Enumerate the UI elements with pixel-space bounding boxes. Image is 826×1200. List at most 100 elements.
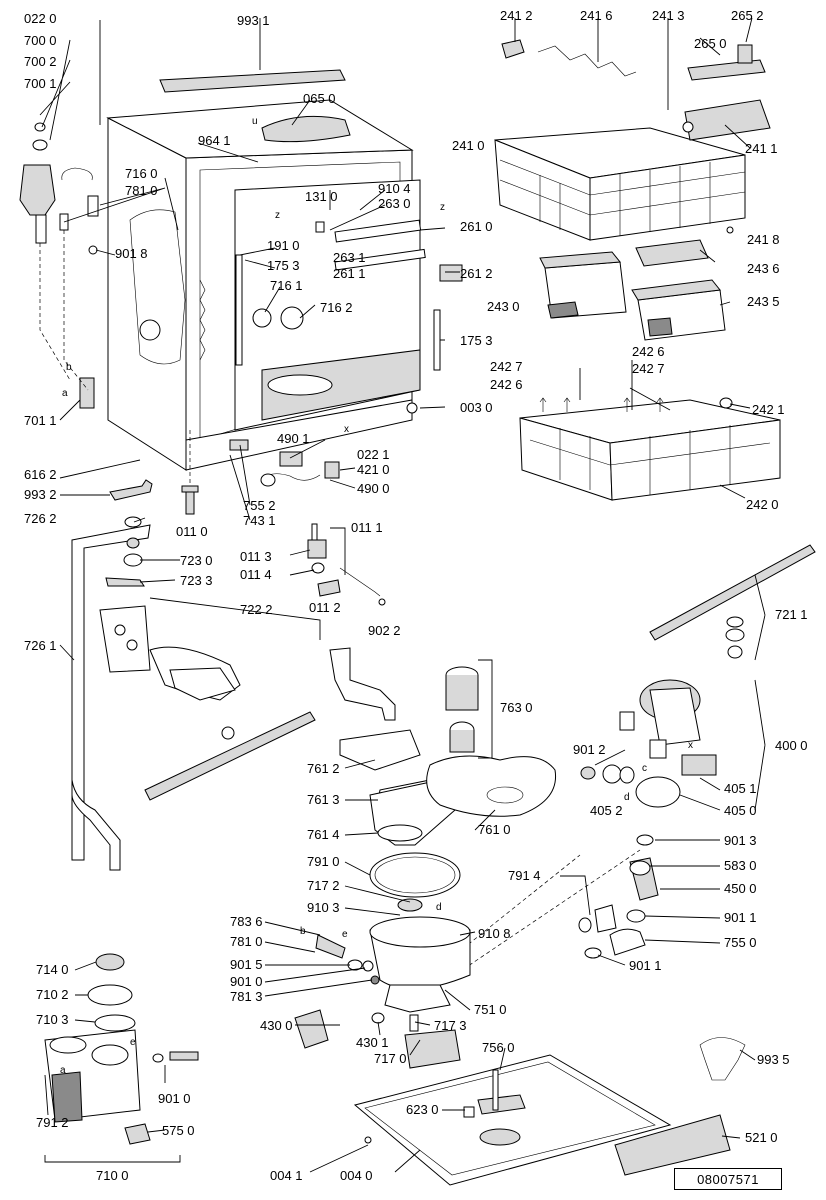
grid-243-6 bbox=[635, 239, 709, 267]
label-405-1: 405 1 bbox=[724, 781, 757, 796]
label-261-2: 261 2 bbox=[460, 266, 493, 281]
filter-763-0 bbox=[445, 675, 479, 711]
label-242-7a: 242 7 bbox=[490, 359, 523, 374]
label-575-0: 575 0 bbox=[162, 1123, 195, 1138]
spray-head-icon bbox=[139, 319, 161, 341]
label-241-2: 241 2 bbox=[500, 8, 533, 23]
letter-u: u bbox=[252, 116, 258, 127]
label-011-0: 011 0 bbox=[176, 524, 208, 539]
label-243-0: 243 0 bbox=[487, 299, 520, 314]
label-723-3: 723 3 bbox=[180, 573, 213, 588]
callout-labels: 022 0 700 0 700 2 700 1 993 1 065 0 964 … bbox=[24, 8, 808, 1183]
label-993-2: 993 2 bbox=[24, 487, 57, 502]
float-756-0 bbox=[492, 1069, 499, 1111]
letter-e1: e bbox=[342, 929, 348, 940]
label-191-0: 191 0 bbox=[267, 238, 300, 253]
label-490-1: 490 1 bbox=[277, 431, 310, 446]
label-756-0: 756 0 bbox=[482, 1040, 515, 1055]
label-763-0: 763 0 bbox=[500, 700, 533, 715]
label-263-1: 263 1 bbox=[333, 250, 366, 265]
label-717-3: 717 3 bbox=[434, 1018, 467, 1033]
label-261-0: 261 0 bbox=[460, 219, 493, 234]
heater-430-0 bbox=[294, 1009, 329, 1049]
switch-490-1 bbox=[279, 451, 303, 467]
label-261-1: 261 1 bbox=[333, 266, 366, 281]
label-716-1: 716 1 bbox=[270, 278, 303, 293]
label-400-0: 400 0 bbox=[775, 738, 808, 753]
label-716-2: 716 2 bbox=[320, 300, 353, 315]
label-791-2: 791 2 bbox=[36, 1115, 69, 1130]
letter-d2: d bbox=[436, 902, 442, 913]
label-755-0: 755 0 bbox=[724, 935, 757, 950]
label-964-1: 964 1 bbox=[198, 133, 231, 148]
softener-assembly bbox=[44, 953, 199, 1145]
label-011-4: 011 4 bbox=[240, 567, 272, 582]
leader-lines bbox=[39, 17, 766, 1173]
letter-z1: z bbox=[275, 210, 280, 221]
reference-letters: u z z x x b a b e e c d d a bbox=[60, 116, 693, 1076]
filter-plate-761-0 bbox=[426, 755, 557, 817]
rail-265-0 bbox=[687, 59, 766, 81]
label-265-2: 265 2 bbox=[731, 8, 764, 23]
label-583-0: 583 0 bbox=[724, 858, 757, 873]
label-011-3: 011 3 bbox=[240, 549, 272, 564]
label-242-7b: 242 7 bbox=[632, 361, 665, 376]
label-761-0: 761 0 bbox=[478, 822, 511, 837]
seal-791-0 bbox=[369, 852, 461, 898]
gasket-761-4 bbox=[377, 824, 423, 842]
label-791-4: 791 4 bbox=[508, 868, 541, 883]
pump-717-0 bbox=[404, 1029, 461, 1069]
label-901-5: 901 5 bbox=[230, 957, 263, 972]
label-490-0: 490 0 bbox=[357, 481, 390, 496]
switch-575-0 bbox=[124, 1123, 151, 1145]
label-901-0b: 901 0 bbox=[158, 1091, 191, 1106]
label-714-0: 714 0 bbox=[36, 962, 69, 977]
hose-755-0 bbox=[609, 928, 646, 956]
label-755-2: 755 2 bbox=[243, 498, 276, 513]
pump-405-0 bbox=[635, 776, 681, 808]
wrench-993-2 bbox=[109, 479, 153, 501]
valve-783-6 bbox=[315, 934, 346, 959]
label-065-0: 065 0 bbox=[303, 91, 336, 106]
label-243-6: 243 6 bbox=[747, 261, 780, 276]
label-405-2: 405 2 bbox=[590, 803, 623, 818]
label-901-1b: 901 1 bbox=[629, 958, 662, 973]
label-521-0: 521 0 bbox=[745, 1130, 778, 1145]
label-263-0: 263 0 bbox=[378, 196, 411, 211]
upper-basket bbox=[494, 39, 771, 241]
document-code: 08007571 bbox=[697, 1171, 759, 1187]
manifold-761-2 bbox=[339, 729, 421, 771]
label-265-0: 265 0 bbox=[694, 36, 727, 51]
label-910-8: 910 8 bbox=[478, 926, 511, 941]
upper-spray-arm-721-1 bbox=[649, 544, 816, 641]
label-716-0: 716 0 bbox=[125, 166, 158, 181]
rack-241-1 bbox=[684, 99, 771, 141]
letter-x2: x bbox=[688, 740, 693, 751]
label-783-6: 783 6 bbox=[230, 914, 263, 929]
label-910-4: 910 4 bbox=[378, 181, 411, 196]
label-242-6b: 242 6 bbox=[490, 377, 523, 392]
label-011-1: 011 1 bbox=[351, 520, 383, 535]
label-131-0: 131 0 bbox=[305, 189, 338, 204]
letter-a1: a bbox=[62, 388, 68, 399]
document-code-box: 08007571 bbox=[674, 1168, 782, 1190]
control-board-521-0 bbox=[614, 1114, 731, 1176]
label-243-5: 243 5 bbox=[747, 294, 780, 309]
label-781-0: 781 0 bbox=[125, 183, 158, 198]
tube-726-1 bbox=[71, 524, 151, 861]
label-421-0: 421 0 bbox=[357, 462, 390, 477]
letter-x1: x bbox=[344, 424, 349, 435]
construction-lines bbox=[39, 230, 641, 986]
top-cover-993-1 bbox=[159, 69, 346, 93]
manifold bbox=[99, 605, 151, 673]
label-003-0: 003 0 bbox=[460, 400, 493, 415]
label-175-3b: 175 3 bbox=[460, 333, 493, 348]
lower-spray-arm-722 bbox=[144, 711, 316, 801]
label-022-1: 022 1 bbox=[357, 447, 390, 462]
letter-a2: a bbox=[60, 1065, 66, 1076]
vent-065-0 bbox=[261, 115, 351, 143]
label-175-3a: 175 3 bbox=[267, 258, 300, 273]
label-242-1: 242 1 bbox=[752, 402, 785, 417]
spray-system bbox=[71, 516, 816, 871]
